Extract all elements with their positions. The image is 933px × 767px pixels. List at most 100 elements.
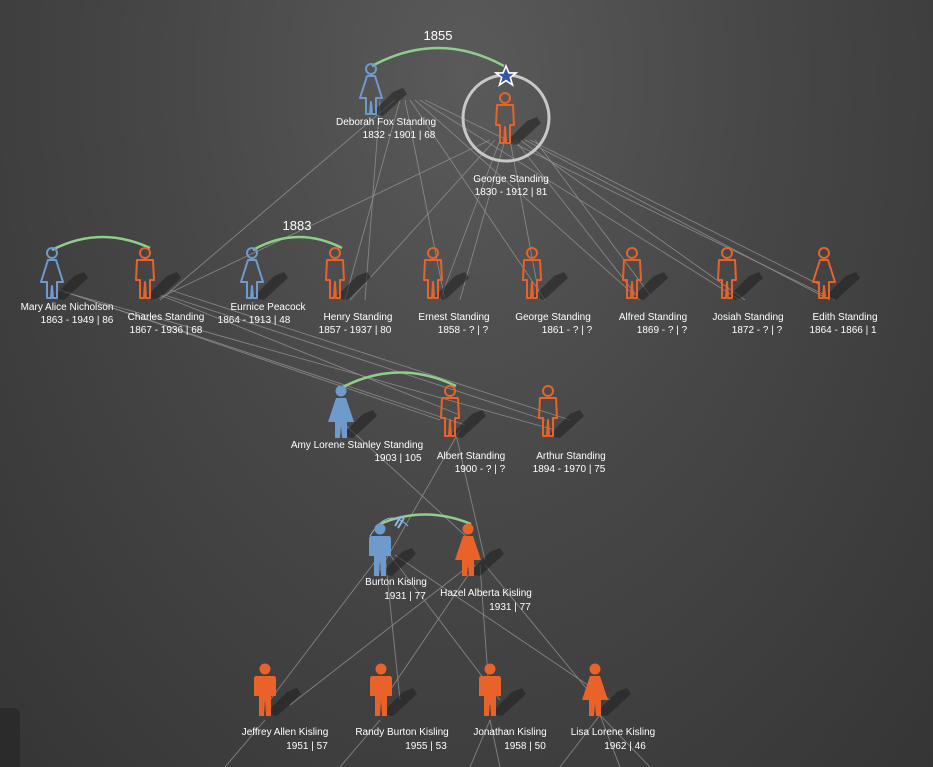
person-name: George Standing	[473, 174, 549, 185]
male-icon	[622, 247, 642, 299]
link-line	[339, 419, 471, 541]
person-dates: 1864 - 1866 | 1	[809, 325, 877, 336]
person-albert[interactable]: Albert Standing 1900 - ? | ?	[437, 385, 506, 475]
link-line	[524, 139, 831, 301]
person-dates: 1903 | 105	[374, 453, 422, 464]
person-lisa[interactable]: Lisa Lorene Kisling 1962 | 46	[571, 663, 656, 753]
person-name: Jonathan Kisling	[473, 727, 546, 738]
link-line	[164, 294, 546, 421]
link-line	[439, 139, 501, 301]
person-hazel[interactable]: Hazel Alberta Kisling 1931 | 77	[440, 523, 532, 614]
person-henry[interactable]: Henry Standing 1857 - 1937 | 80	[319, 247, 393, 336]
link-line	[529, 139, 821, 286]
person-name: Henry Standing	[324, 312, 393, 323]
link-line	[289, 564, 471, 706]
person-burton[interactable]: Burton Kisling 1931 | 77	[365, 523, 427, 603]
person-dates: 1951 | 57	[286, 741, 328, 752]
person-dates: 1894 - 1970 | 75	[533, 464, 606, 475]
person-ernest[interactable]: Ernest Standing 1858 - ? | ?	[418, 247, 490, 336]
person-dates: 1958 | 50	[504, 741, 546, 752]
link-line	[269, 554, 381, 701]
link-line	[559, 714, 601, 767]
person-name: Jeffrey Allen Kisling	[242, 727, 329, 738]
link-line	[599, 714, 621, 767]
marriage-arc	[252, 235, 343, 252]
person-name: Amy Lorene Stanley Standing	[291, 440, 423, 451]
link-line	[159, 99, 396, 301]
link-line	[404, 99, 446, 301]
person-name: Lisa Lorene Kisling	[571, 727, 656, 738]
link-line	[384, 554, 401, 701]
person-name: Charles Standing	[128, 312, 205, 323]
link-line	[389, 554, 501, 701]
link-line	[339, 719, 381, 767]
person-alfred[interactable]: Alfred Standing 1869 - ? | ?	[619, 247, 688, 336]
person-name: Ernest Standing	[418, 312, 489, 323]
link-line	[349, 139, 496, 301]
person-dates: 1900 - ? | ?	[455, 464, 506, 475]
person-name: Alfred Standing	[619, 312, 687, 323]
link-line	[509, 139, 541, 301]
person-dates: 1861 - ? | ?	[542, 325, 593, 336]
person-dates: 1857 - 1937 | 80	[319, 325, 392, 336]
star-icon[interactable]	[493, 63, 519, 87]
link-line	[414, 99, 641, 301]
person-george-jr[interactable]: George Standing 1861 - ? | ?	[515, 247, 593, 336]
person-name: Albert Standing	[437, 451, 505, 462]
link-line	[489, 719, 501, 767]
person-dates: 1962 | 46	[604, 741, 646, 752]
marriage-year: 1855	[424, 28, 453, 43]
person-george-sr[interactable]: George Standing 1830 - 1912 | 81	[473, 92, 549, 198]
link-line	[599, 714, 651, 767]
person-dates: 1830 - 1912 | 81	[475, 187, 548, 198]
person-dates: 1863 - 1949 | 86	[41, 315, 114, 326]
marriage-arc	[51, 235, 151, 252]
person-jeffrey[interactable]: Jeffrey Allen Kisling 1951 | 57	[242, 663, 329, 753]
person-arthur[interactable]: Arthur Standing 1894 - 1970 | 75	[533, 385, 606, 475]
person-dates: 1931 | 77	[384, 591, 426, 602]
person-deborah[interactable]: Deborah Fox Standing 1832 - 1901 | 68	[336, 63, 436, 141]
male-icon	[135, 247, 155, 299]
link-line	[74, 294, 556, 431]
side-panel-tab[interactable]	[0, 708, 20, 767]
marriage-arcs: 1855 1883	[51, 28, 505, 526]
relationship-lines	[59, 99, 836, 767]
person-edith[interactable]: Edith Standing 1864 - 1866 | 1	[809, 247, 878, 336]
person-dates: 1955 | 53	[405, 741, 447, 752]
person-name: Josiah Standing	[712, 312, 783, 323]
link-line	[519, 139, 746, 301]
link-line	[454, 429, 486, 561]
link-line	[514, 139, 641, 301]
person-jonathan[interactable]: Jonathan Kisling 1958 | 50	[473, 663, 547, 753]
link-line	[154, 139, 491, 301]
person-dates: 1864 - 1913 | 48	[218, 315, 291, 326]
person-name: George Standing	[515, 312, 591, 323]
person-josiah[interactable]: Josiah Standing 1872 - ? | ?	[712, 247, 784, 336]
link-line	[159, 294, 461, 416]
link-line	[379, 564, 476, 706]
person-mary[interactable]: Mary Alice Nicholson 1863 - 1949 | 86	[21, 247, 114, 326]
link-line	[534, 139, 651, 296]
link-line	[64, 291, 466, 426]
person-dates: 1858 - ? | ?	[438, 325, 489, 336]
person-charles[interactable]: Charles Standing 1867 - 1936 | 68	[128, 247, 205, 336]
person-dates: 1931 | 77	[489, 602, 531, 613]
link-icon[interactable]	[369, 515, 409, 537]
marriage-arc	[340, 371, 457, 390]
person-amy[interactable]: Amy Lorene Stanley Standing 1903 | 105	[291, 385, 423, 465]
people-layer: Deborah Fox Standing 1832 - 1901 | 68 Ge…	[21, 63, 878, 753]
person-randy[interactable]: Randy Burton Kisling 1955 | 53	[355, 663, 449, 753]
marriage-year: 1883	[283, 218, 312, 233]
person-name: Edith Standing	[812, 312, 877, 323]
marriage-arc	[371, 46, 505, 68]
link-line	[469, 719, 491, 767]
person-dates: 1872 - ? | ?	[732, 325, 783, 336]
person-dates: 1832 - 1901 | 68	[363, 130, 436, 141]
person-eurnice[interactable]: Eurnice Peacock 1864 - 1913 | 48	[218, 247, 307, 326]
person-dates: 1867 - 1936 | 68	[130, 325, 203, 336]
link-line	[484, 564, 601, 706]
link-line	[394, 554, 611, 701]
male-icon	[717, 247, 737, 299]
link-line	[379, 429, 461, 571]
